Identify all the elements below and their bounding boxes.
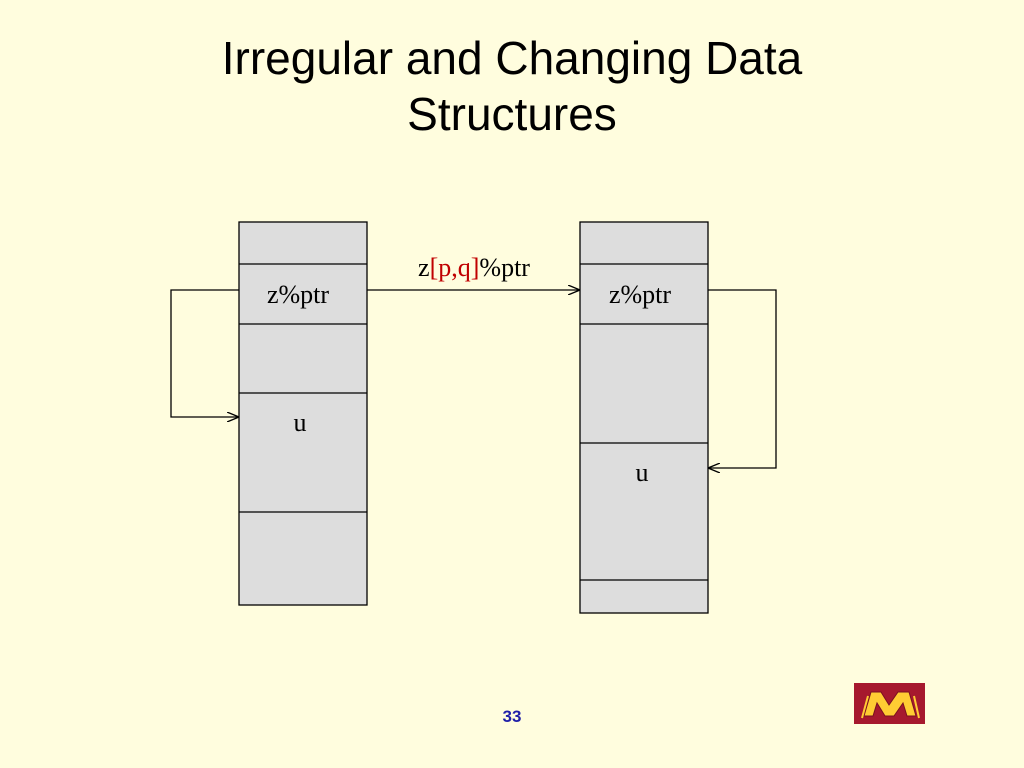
- left-block-frame: [238, 221, 368, 606]
- pointer-expression: z[p,q]%ptr: [418, 253, 530, 282]
- page-number: 33: [502, 707, 522, 726]
- slide-title-line-2: Structures: [407, 88, 617, 140]
- left-memory-block: z%ptr u: [238, 221, 368, 606]
- right-block-frame: [579, 221, 709, 614]
- left-pointer-cell-label: z%ptr: [267, 280, 329, 309]
- right-pointer-arrow: [708, 289, 777, 468]
- slide-title-line-1: Irregular and Changing Data: [221, 32, 803, 84]
- right-target-cell-label: u: [636, 458, 649, 487]
- right-pointer-cell-label: z%ptr: [609, 280, 671, 309]
- right-memory-block: z%ptr u: [579, 221, 709, 614]
- expression-subscript: [p,q]: [430, 253, 480, 282]
- university-m-logo-icon: [854, 683, 925, 724]
- expression-prefix: z: [418, 253, 430, 282]
- slide-title: Irregular and Changing Data Structures: [112, 30, 912, 142]
- left-pointer-arrow: [170, 289, 239, 417]
- left-target-cell-label: u: [294, 408, 307, 437]
- expression-suffix: %ptr: [479, 253, 530, 282]
